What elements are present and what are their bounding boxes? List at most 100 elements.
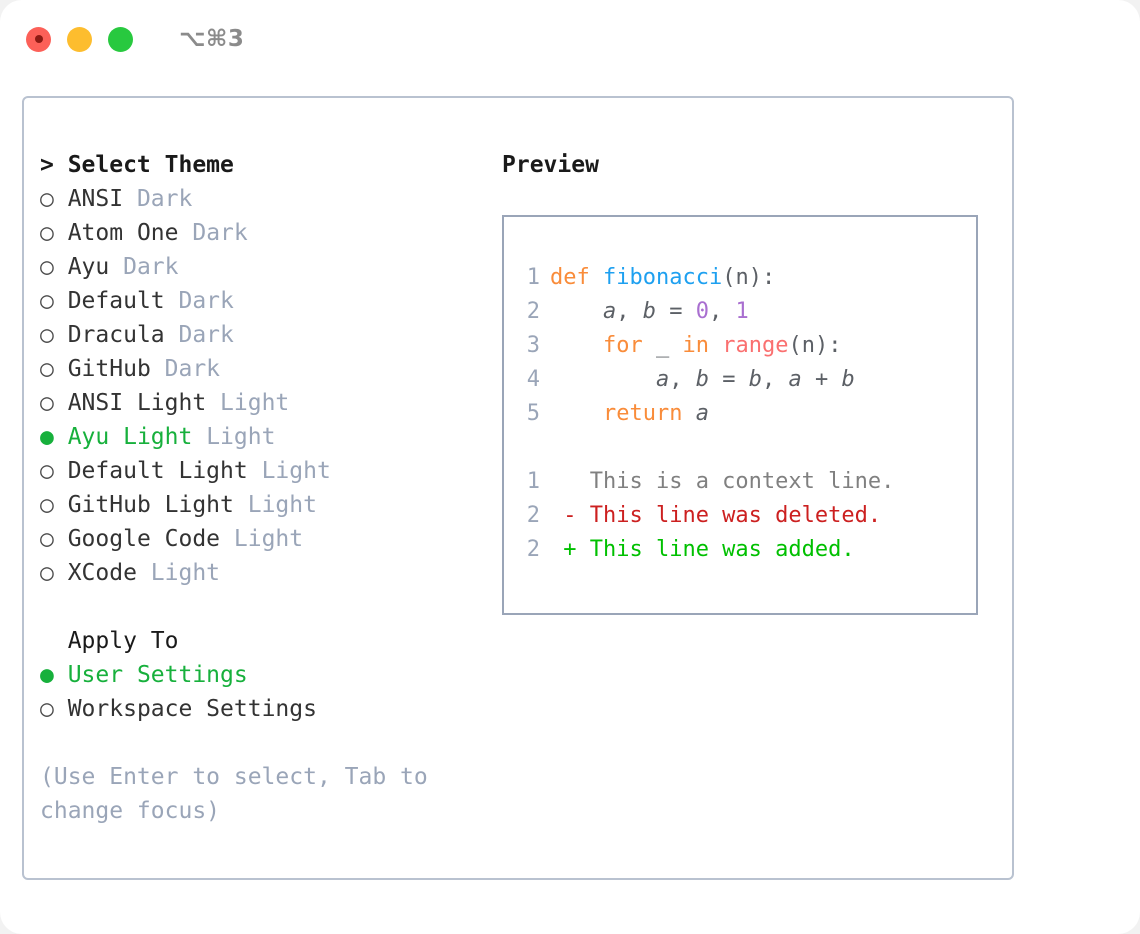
- apply-to-option-label: User Settings: [53, 662, 248, 688]
- theme-option-atom-one[interactable]: ○ Atom One Dark: [40, 216, 490, 250]
- theme-option-label: Ayu Light: [53, 424, 207, 450]
- theme-option-variant-badge: Dark: [164, 356, 221, 382]
- theme-option-variant-badge: Light: [150, 560, 221, 586]
- code-token: 0: [695, 299, 709, 324]
- line-number: 2: [526, 503, 540, 528]
- code-token: return: [602, 401, 683, 426]
- keyboard-hint-text: (Use Enter to select, Tab to change focu…: [40, 764, 428, 824]
- theme-option-ansi[interactable]: ○ ANSI Dark: [40, 182, 490, 216]
- radio-selected-icon: ●: [40, 662, 54, 688]
- code-token: ,: [708, 299, 736, 324]
- select-theme-header: > Select Theme: [40, 152, 234, 178]
- radio-unselected-icon: ○: [40, 696, 54, 722]
- code-token: +: [801, 367, 842, 392]
- code-token: =: [708, 367, 749, 392]
- line-number: 1: [526, 469, 540, 494]
- preview-title: Preview: [502, 152, 599, 178]
- code-token: =: [655, 299, 696, 324]
- theme-selector-pane: > Select Theme ○ ANSI Dark○ Atom One Dar…: [40, 148, 490, 828]
- theme-option-xcode[interactable]: ○ XCode Light: [40, 556, 490, 590]
- code-token: a: [788, 367, 802, 392]
- theme-option-ayu-light[interactable]: ● Ayu Light Light: [40, 420, 490, 454]
- apply-to-option-workspace-settings[interactable]: ○ Workspace Settings: [40, 692, 490, 726]
- code-line: 4 a, b = b, a + b: [520, 363, 976, 397]
- line-number: 2: [526, 299, 540, 324]
- theme-option-github-light[interactable]: ○ GitHub Light Light: [40, 488, 490, 522]
- theme-option-default-light[interactable]: ○ Default Light Light: [40, 454, 490, 488]
- line-number: 2: [526, 537, 540, 562]
- theme-option-variant-badge: Light: [247, 492, 317, 518]
- theme-option-variant-badge: Light: [233, 526, 304, 552]
- radio-unselected-icon: ○: [40, 356, 54, 382]
- theme-option-label: Default Light: [53, 458, 262, 484]
- list-spacer: [40, 590, 490, 624]
- code-token: [550, 401, 603, 426]
- code-token: ,: [761, 367, 789, 392]
- code-diff-separator: [520, 431, 976, 465]
- theme-option-ansi-light[interactable]: ○ ANSI Light Light: [40, 386, 490, 420]
- apply-to-option-user-settings[interactable]: ● User Settings: [40, 658, 490, 692]
- close-button-icon[interactable]: [26, 26, 51, 52]
- line-number: 5: [526, 401, 540, 426]
- diff-line-del: 2 - This line was deleted.: [520, 499, 976, 533]
- code-token: (n):: [722, 265, 776, 290]
- theme-option-variant-badge: Dark: [178, 322, 234, 348]
- code-line: 2 a, b = 0, 1: [520, 295, 976, 329]
- theme-option-github[interactable]: ○ GitHub Dark: [40, 352, 490, 386]
- code-token: fibonacci: [602, 265, 723, 290]
- theme-option-label: ANSI Light: [53, 390, 221, 416]
- theme-option-variant-badge: Dark: [192, 220, 248, 246]
- theme-option-ayu[interactable]: ○ Ayu Dark: [40, 250, 490, 284]
- code-token: b: [642, 299, 656, 324]
- traffic-lights: [26, 26, 133, 52]
- theme-option-dracula[interactable]: ○ Dracula Dark: [40, 318, 490, 352]
- code-token: a: [695, 401, 709, 426]
- radio-unselected-icon: ○: [40, 322, 54, 348]
- code-token: a: [655, 367, 670, 392]
- theme-option-variant-badge: Dark: [178, 288, 234, 314]
- theme-option-label: XCode: [53, 560, 151, 586]
- radio-unselected-icon: ○: [40, 254, 54, 280]
- radio-unselected-icon: ○: [40, 526, 54, 552]
- code-line: 5 return a: [520, 397, 976, 431]
- theme-option-label: GitHub Light: [53, 492, 248, 518]
- diff-sample: 1 This is a context line.2 - This line w…: [520, 465, 976, 567]
- theme-option-google-code[interactable]: ○ Google Code Light: [40, 522, 490, 556]
- theme-option-list: ○ ANSI Dark○ Atom One Dark○ Ayu Dark○ De…: [40, 182, 490, 590]
- theme-option-label: Atom One: [53, 220, 193, 246]
- diff-line-text: + This line was added.: [550, 537, 855, 562]
- radio-selected-icon: ●: [40, 424, 54, 450]
- theme-option-label: Default: [53, 288, 179, 314]
- theme-option-label: Google Code: [53, 526, 234, 552]
- code-token: def: [550, 265, 603, 290]
- code-token: range: [722, 333, 789, 358]
- diff-line-ctx: 1 This is a context line.: [520, 465, 976, 499]
- radio-unselected-icon: ○: [40, 560, 54, 586]
- line-number: 3: [526, 333, 540, 358]
- minimize-button-icon[interactable]: [67, 26, 92, 52]
- keyboard-shortcut-label: ⌥⌘3: [179, 26, 245, 52]
- code-token: ,: [669, 367, 696, 392]
- theme-option-label: GitHub: [53, 356, 165, 382]
- code-token: b: [748, 367, 762, 392]
- code-token: [550, 299, 603, 324]
- radio-unselected-icon: ○: [40, 220, 54, 246]
- maximize-button-icon[interactable]: [108, 26, 133, 52]
- radio-unselected-icon: ○: [40, 390, 54, 416]
- theme-option-variant-badge: Dark: [136, 186, 193, 212]
- code-token: ,: [616, 299, 643, 324]
- theme-option-variant-badge: Light: [206, 424, 276, 450]
- code-token: for: [602, 333, 643, 358]
- code-line: 3 for _ in range(n):: [520, 329, 976, 363]
- code-token: b: [841, 367, 855, 392]
- line-number: 4: [526, 367, 540, 392]
- code-token: b: [695, 367, 709, 392]
- main-card: > Select Theme ○ ANSI Dark○ Atom One Dar…: [22, 96, 1014, 880]
- apply-to-header: Apply To: [40, 628, 179, 654]
- code-token: [550, 333, 603, 358]
- theme-option-default[interactable]: ○ Default Dark: [40, 284, 490, 318]
- radio-unselected-icon: ○: [40, 458, 54, 484]
